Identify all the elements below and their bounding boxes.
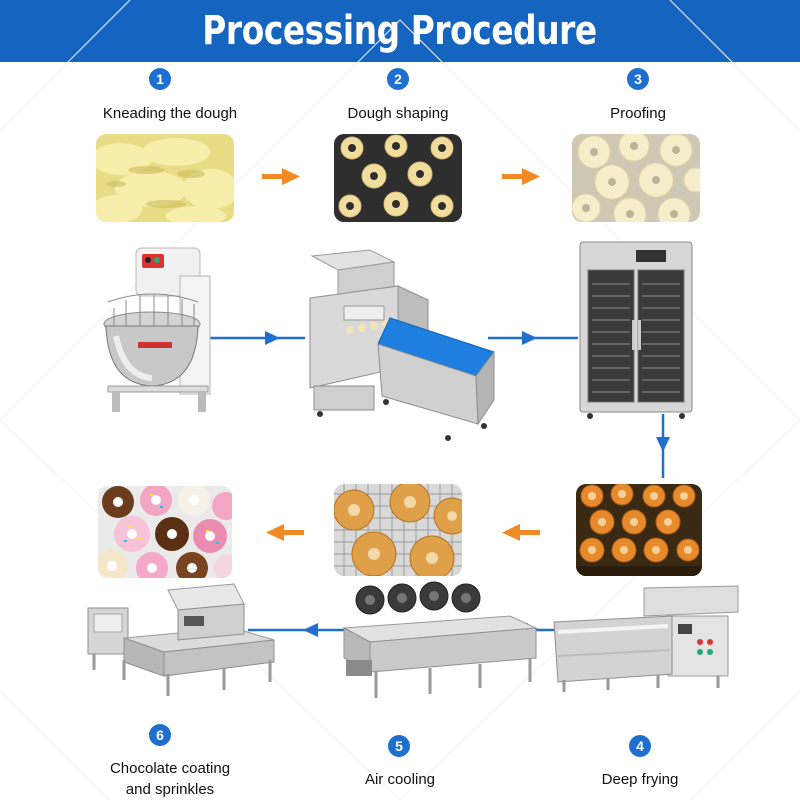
- step-1-label: Kneading the dough: [102, 105, 238, 122]
- deep-fryer-machine: [553, 585, 739, 692]
- orange-arrow-5-6: [266, 524, 304, 541]
- step-3-label: Proofing: [610, 105, 666, 122]
- photo-kneaded-dough: [96, 134, 234, 222]
- photo-proofed-donuts: [572, 134, 700, 222]
- flow-arrow-shaper-to-proofer: [488, 331, 578, 345]
- dough-mixer-machine: [103, 247, 211, 412]
- step-6-label-line-2: and sprinkles: [125, 781, 215, 798]
- orange-arrow-1-2: [262, 168, 300, 185]
- photo-dough-rings: [334, 134, 462, 222]
- step-6-badge: 6: [149, 724, 171, 746]
- air-cooling-machine: [342, 581, 538, 698]
- flow-arrow-proofer-to-fryer: [656, 414, 670, 478]
- step-4-label: Deep frying: [601, 771, 679, 788]
- step-6-label-line-1: Chocolate coating: [109, 760, 231, 777]
- proofing-cabinet: [579, 241, 693, 419]
- step-6-label: Chocolate coating and sprinkles: [60, 758, 280, 800]
- orange-arrow-4-5: [502, 524, 540, 541]
- photo-decorated-donuts: [98, 486, 232, 578]
- orange-arrow-2-3: [502, 168, 540, 185]
- step-3-badge: 3: [627, 68, 649, 90]
- step-5-label: Air cooling: [364, 771, 436, 788]
- dough-shaping-machine: [309, 249, 495, 441]
- flow-arrow-mixer-to-shaper: [205, 331, 305, 345]
- chocolate-coating-machine: [87, 583, 275, 696]
- step-5-badge: 5: [388, 735, 410, 757]
- photo-cooling-donuts: [334, 484, 462, 576]
- step-2-badge: 2: [387, 68, 409, 90]
- photo-frying-donuts: [576, 484, 702, 576]
- flow-arrow-cooler-to-coater: [248, 623, 355, 637]
- step-2-label: Dough shaping: [347, 105, 449, 122]
- step-4-badge: 4: [629, 735, 651, 757]
- step-1-badge: 1: [149, 68, 171, 90]
